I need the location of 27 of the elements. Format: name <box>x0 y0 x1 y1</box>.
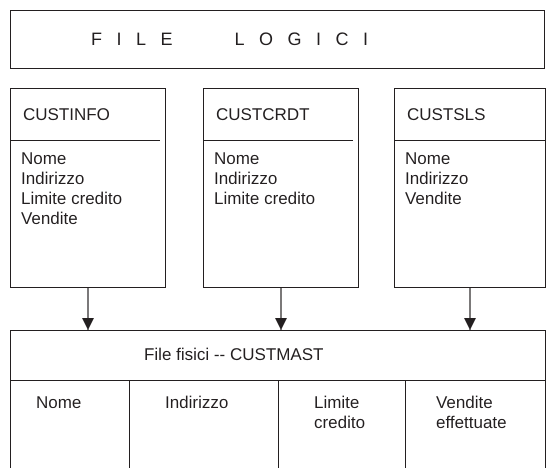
field-name: Indirizzo <box>214 169 278 189</box>
field-name: Nome <box>214 149 260 169</box>
file-name: CUSTSLS <box>407 105 486 125</box>
field-name: Vendite <box>405 189 462 209</box>
field-name: Vendite <box>21 209 78 229</box>
arrow <box>82 288 94 330</box>
field-name: Nome <box>36 393 82 413</box>
field-name: Indirizzo <box>405 169 468 189</box>
arrow <box>275 288 287 330</box>
section-heading: FILE LOGICI <box>91 29 383 49</box>
field-name: Limite credito <box>214 189 316 209</box>
field-name: Limite credito <box>21 189 122 209</box>
field-name: Indirizzo <box>21 169 84 189</box>
arrow <box>464 288 476 330</box>
file-name: CUSTINFO <box>23 105 110 125</box>
field-name: Limite credito <box>314 393 366 433</box>
field-name: Nome <box>21 149 66 169</box>
physical-file-table <box>10 330 546 468</box>
field-name: Indirizzo <box>165 393 230 413</box>
file-name: CUSTCRDT <box>216 105 310 125</box>
field-name: Nome <box>405 149 450 169</box>
group-title-box <box>10 10 545 69</box>
logical-file-box <box>394 88 546 288</box>
logical-file-box <box>203 88 359 288</box>
field-name: Vendite effettuate <box>436 393 508 433</box>
table-heading: File fisici -- CUSTMAST <box>144 345 324 365</box>
logical-file-box <box>10 88 166 288</box>
